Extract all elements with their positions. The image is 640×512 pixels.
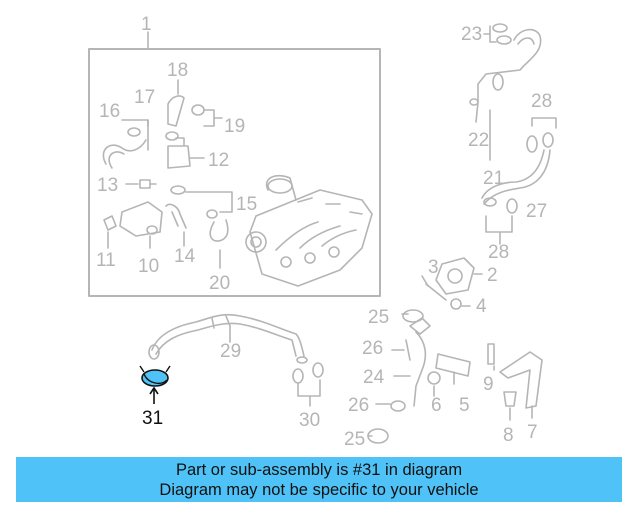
- callout-28a: 28: [531, 91, 552, 112]
- hose-part-18: [167, 95, 185, 127]
- highlighted-part-31[interactable]: [139, 365, 171, 404]
- valve-part-10: [119, 201, 163, 237]
- banner-line-part-info: Part or sub-assembly is #31 in diagram: [175, 460, 463, 479]
- banner-line-disclaimer: Diagram may not be specific to your vehi…: [159, 480, 479, 499]
- parts-diagram: 1 2 3 4 5 6 7 8 9 10 11 12 13 14 15 16 1…: [88, 14, 557, 450]
- bolt-part-11: [103, 215, 117, 231]
- callout-13: 13: [97, 175, 118, 196]
- callout-30: 30: [299, 410, 320, 431]
- callout-1: 1: [141, 14, 152, 35]
- nut-part-4: [450, 298, 462, 310]
- callout-4: 4: [476, 296, 487, 317]
- callout-2: 2: [487, 265, 498, 286]
- callout-15: 15: [236, 194, 257, 215]
- callout-25b: 25: [344, 429, 365, 450]
- callout-31[interactable]: 31: [142, 408, 163, 429]
- callout-11: 11: [96, 250, 116, 271]
- callout-8: 8: [503, 425, 514, 446]
- callout-26b: 26: [348, 395, 369, 416]
- clamp-part-19: [191, 104, 205, 116]
- callout-9: 9: [483, 374, 494, 395]
- callout-24: 24: [363, 367, 385, 388]
- callout-29: 29: [220, 341, 241, 362]
- turbo-manifold-drawing: [245, 174, 373, 287]
- clamp-part-17: [127, 127, 141, 137]
- pipe-part-27: [481, 149, 545, 199]
- bolt-part-8: [503, 391, 517, 407]
- callout-22: 22: [468, 130, 489, 151]
- pipe-part-24: [413, 331, 427, 407]
- callout-20: 20: [209, 273, 230, 294]
- washer-part-6: [427, 371, 441, 385]
- bracket-part-5: [435, 353, 471, 377]
- callout-21: 21: [483, 168, 504, 189]
- assembly-frame: [88, 48, 381, 297]
- pipe-part-14: [165, 203, 187, 229]
- callout-18: 18: [167, 60, 188, 81]
- hose-part-16: [102, 139, 147, 165]
- callout-6: 6: [431, 395, 442, 416]
- pipe-part-22: [475, 28, 542, 123]
- callout-14: 14: [174, 246, 196, 267]
- callout-27: 27: [526, 201, 547, 222]
- callout-26a: 26: [362, 338, 383, 359]
- callout-16: 16: [99, 101, 120, 122]
- bolt-part-13: [139, 179, 157, 189]
- bolt-part-9: [487, 343, 495, 365]
- valve-part-12: [167, 137, 191, 169]
- callout-19: 19: [224, 116, 245, 137]
- callout-25a: 25: [368, 307, 389, 328]
- callout-28b: 28: [488, 242, 509, 263]
- bracket-part-7: [499, 351, 543, 409]
- clamp-part-30: [292, 368, 304, 384]
- stud-part-3: [425, 283, 447, 301]
- callout-3: 3: [428, 257, 439, 278]
- callout-10: 10: [138, 256, 159, 277]
- callout-7: 7: [527, 422, 538, 443]
- info-banner: Part or sub-assembly is #31 in diagram D…: [16, 457, 622, 502]
- gasket-part-2: [435, 257, 475, 295]
- pipe-part-29: [151, 313, 305, 357]
- callout-12: 12: [208, 150, 229, 171]
- hose-part-20: [209, 219, 229, 242]
- callout-23: 23: [461, 24, 482, 45]
- callout-17: 17: [134, 87, 155, 108]
- callout-5: 5: [459, 395, 470, 416]
